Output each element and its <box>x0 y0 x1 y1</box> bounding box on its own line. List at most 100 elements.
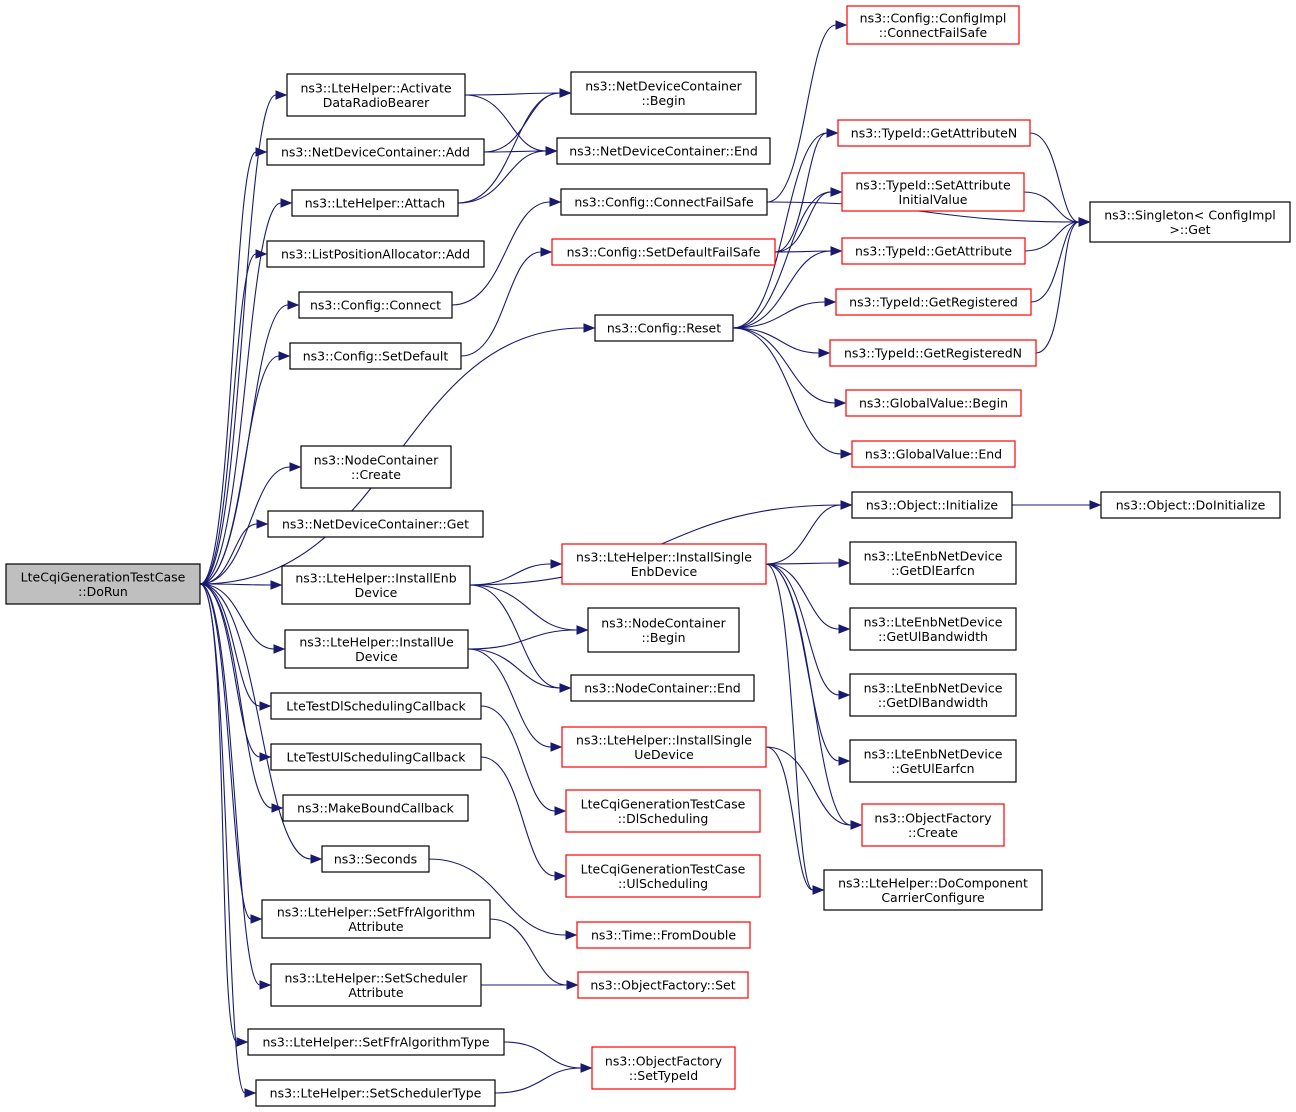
node-gvEnd[interactable]: ns3::GlobalValue::End <box>851 440 1016 468</box>
node-label: ns3::Config::SetDefault <box>303 349 449 364</box>
node-ndcGet[interactable]: ns3::NetDeviceContainer::Get <box>267 510 484 538</box>
call-edge-installSingleEnb-to-doCCC <box>765 563 825 895</box>
call-edge-setFfrAttr-to-ofSet <box>489 918 579 990</box>
call-edge-cfgSetDefaultFS-to-setAttrInit <box>774 187 843 253</box>
call-edge-root-to-installEnb <box>199 580 283 590</box>
node-singletonGet[interactable]: ns3::Singleton< ConfigImpl>::Get <box>1089 201 1291 243</box>
node-label: ::Create <box>351 467 401 482</box>
call-edge-installUe-to-ncEnd <box>467 648 572 693</box>
node-dlSchedCb[interactable]: LteTestDlSchedulingCallback <box>270 692 482 720</box>
node-label: ns3::TypeId::GetAttribute <box>855 244 1012 259</box>
node-label: ns3::LteHelper::SetFfrAlgorithmType <box>262 1035 489 1050</box>
call-edge-root-to-ncCreate <box>199 462 302 585</box>
node-getAttr[interactable]: ns3::TypeId::GetAttribute <box>841 237 1026 265</box>
node-label: ns3::TypeId::GetRegistered <box>849 295 1018 310</box>
node-label: ns3::NodeContainer::End <box>584 681 740 696</box>
node-label: ::GetUlBandwidth <box>878 629 988 644</box>
node-ofSetTypeId[interactable]: ns3::ObjectFactory::SetTypeId <box>591 1046 736 1090</box>
node-ndcEnd[interactable]: ns3::NetDeviceContainer::End <box>556 137 771 165</box>
node-ulSchedCb[interactable]: LteTestUlSchedulingCallback <box>270 743 482 771</box>
node-objDoInit[interactable]: ns3::Object::DoInitialize <box>1100 491 1281 519</box>
call-edge-root-to-ndcAdd <box>199 147 268 585</box>
node-enbDlEarfcn[interactable]: ns3::LteEnbNetDevice::GetDlEarfcn <box>849 541 1017 585</box>
node-enbUlEarfcn[interactable]: ns3::LteEnbNetDevice::GetUlEarfcn <box>849 739 1017 783</box>
node-lpaAdd[interactable]: ns3::ListPositionAllocator::Add <box>266 240 485 268</box>
call-edge-installEnb-to-ncBegin <box>469 584 589 635</box>
call-edge-seconds-to-timeFromDouble <box>428 858 578 940</box>
node-ncCreate[interactable]: ns3::NodeContainer::Create <box>300 445 452 489</box>
node-ulSched[interactable]: LteCqiGenerationTestCase::UlScheduling <box>565 854 761 898</box>
node-ndcAdd[interactable]: ns3::NetDeviceContainer::Add <box>266 138 485 166</box>
node-dlSched[interactable]: LteCqiGenerationTestCase::DlScheduling <box>565 789 761 833</box>
node-label: >::Get <box>1169 222 1210 237</box>
node-getAttrN[interactable]: ns3::TypeId::GetAttributeN <box>837 119 1031 147</box>
node-attach[interactable]: ns3::LteHelper::Attach <box>291 189 459 217</box>
node-timeFromDouble[interactable]: ns3::Time::FromDouble <box>576 921 751 949</box>
node-label: ns3::NetDeviceContainer::Get <box>282 517 469 532</box>
node-setSchedType[interactable]: ns3::LteHelper::SetSchedulerType <box>255 1079 496 1107</box>
node-root[interactable]: LteCqiGenerationTestCase::DoRun <box>5 563 201 605</box>
node-setFfrType[interactable]: ns3::LteHelper::SetFfrAlgorithmType <box>247 1028 505 1056</box>
node-ofSet[interactable]: ns3::ObjectFactory::Set <box>577 971 749 999</box>
call-edge-root-to-installUe <box>199 583 286 654</box>
call-edge-root-to-attach <box>199 198 293 585</box>
node-getRegN[interactable]: ns3::TypeId::GetRegisteredN <box>829 339 1037 367</box>
call-edge-cfgSetDefault-to-cfgSetDefaultFS <box>460 247 553 357</box>
node-label: ns3::Singleton< ConfigImpl <box>1104 207 1276 222</box>
node-enbDlBw[interactable]: ns3::LteEnbNetDevice::GetDlBandwidth <box>849 673 1017 717</box>
node-getReg[interactable]: ns3::TypeId::GetRegistered <box>835 288 1032 316</box>
call-edge-dlSchedCb-to-dlSched <box>480 705 567 816</box>
node-cfgImplCFS[interactable]: ns3::Config::ConfigImpl::ConnectFailSafe <box>846 5 1020 45</box>
node-objInit[interactable]: ns3::Object::Initialize <box>851 491 1013 519</box>
node-cfgSetDefault[interactable]: ns3::Config::SetDefault <box>289 342 462 370</box>
node-label: DataRadioBearer <box>323 95 430 110</box>
call-edge-root-to-cfgSetDefault <box>199 351 291 585</box>
call-edge-getRegN-to-singletonGet <box>1035 217 1091 354</box>
node-gvBegin[interactable]: ns3::GlobalValue::Begin <box>845 389 1022 417</box>
call-edge-installSingleEnb-to-objInit <box>765 500 853 565</box>
call-edge-cfgConnectFS-to-cfgImplCFS <box>766 20 848 203</box>
node-cfgConnect[interactable]: ns3::Config::Connect <box>298 291 453 319</box>
node-doCCC[interactable]: ns3::LteHelper::DoComponentCarrierConfig… <box>823 869 1043 911</box>
node-makeBound[interactable]: ns3::MakeBoundCallback <box>282 794 469 822</box>
node-label: ns3::Time::FromDouble <box>591 928 736 943</box>
call-edge-installSingleUe-to-doCCC <box>765 746 825 895</box>
node-label: ::DoRun <box>78 584 128 599</box>
call-edge-root-to-dlSchedCb <box>199 583 272 711</box>
node-cfgSetDefaultFS[interactable]: ns3::Config::SetDefaultFailSafe <box>551 238 776 266</box>
node-cfgConnectFS[interactable]: ns3::Config::ConnectFailSafe <box>560 188 768 216</box>
node-ndcBegin[interactable]: ns3::NetDeviceContainer::Begin <box>570 71 757 115</box>
node-label: ns3::ObjectFactory::Set <box>590 978 735 993</box>
node-label: ns3::LteHelper::Activate <box>300 80 451 95</box>
call-edge-root-to-cfgConnect <box>199 300 300 585</box>
node-ofCreate[interactable]: ns3::ObjectFactory::Create <box>861 803 1005 847</box>
call-edge-cfgReset-to-gvBegin <box>732 327 847 408</box>
node-label: ns3::ListPositionAllocator::Add <box>281 247 470 262</box>
node-label: ns3::NodeContainer <box>314 452 439 467</box>
node-enbUlBw[interactable]: ns3::LteEnbNetDevice::GetUlBandwidth <box>849 607 1017 651</box>
node-label: LteTestUlSchedulingCallback <box>287 750 467 765</box>
call-edge-cfgReset-to-getRegN <box>732 327 831 358</box>
node-seconds[interactable]: ns3::Seconds <box>321 845 430 873</box>
node-label: ns3::ObjectFactory <box>605 1053 723 1068</box>
node-label: UeDevice <box>634 747 694 762</box>
node-label: ns3::Seconds <box>334 852 417 867</box>
node-label: ns3::GlobalValue::End <box>865 447 1002 462</box>
node-ncBegin[interactable]: ns3::NodeContainer::Begin <box>587 607 740 653</box>
node-ncEnd[interactable]: ns3::NodeContainer::End <box>570 674 755 702</box>
node-label: ::SetTypeId <box>629 1068 698 1083</box>
node-cfgReset[interactable]: ns3::Config::Reset <box>594 314 734 342</box>
call-edge-root-to-makeBound <box>199 583 284 813</box>
call-edge-setSchedType-to-ofSetTypeId <box>494 1063 593 1094</box>
node-label: Attribute <box>348 985 404 1000</box>
call-edge-installSingleEnb-to-enbDlEarfcn <box>765 558 851 568</box>
